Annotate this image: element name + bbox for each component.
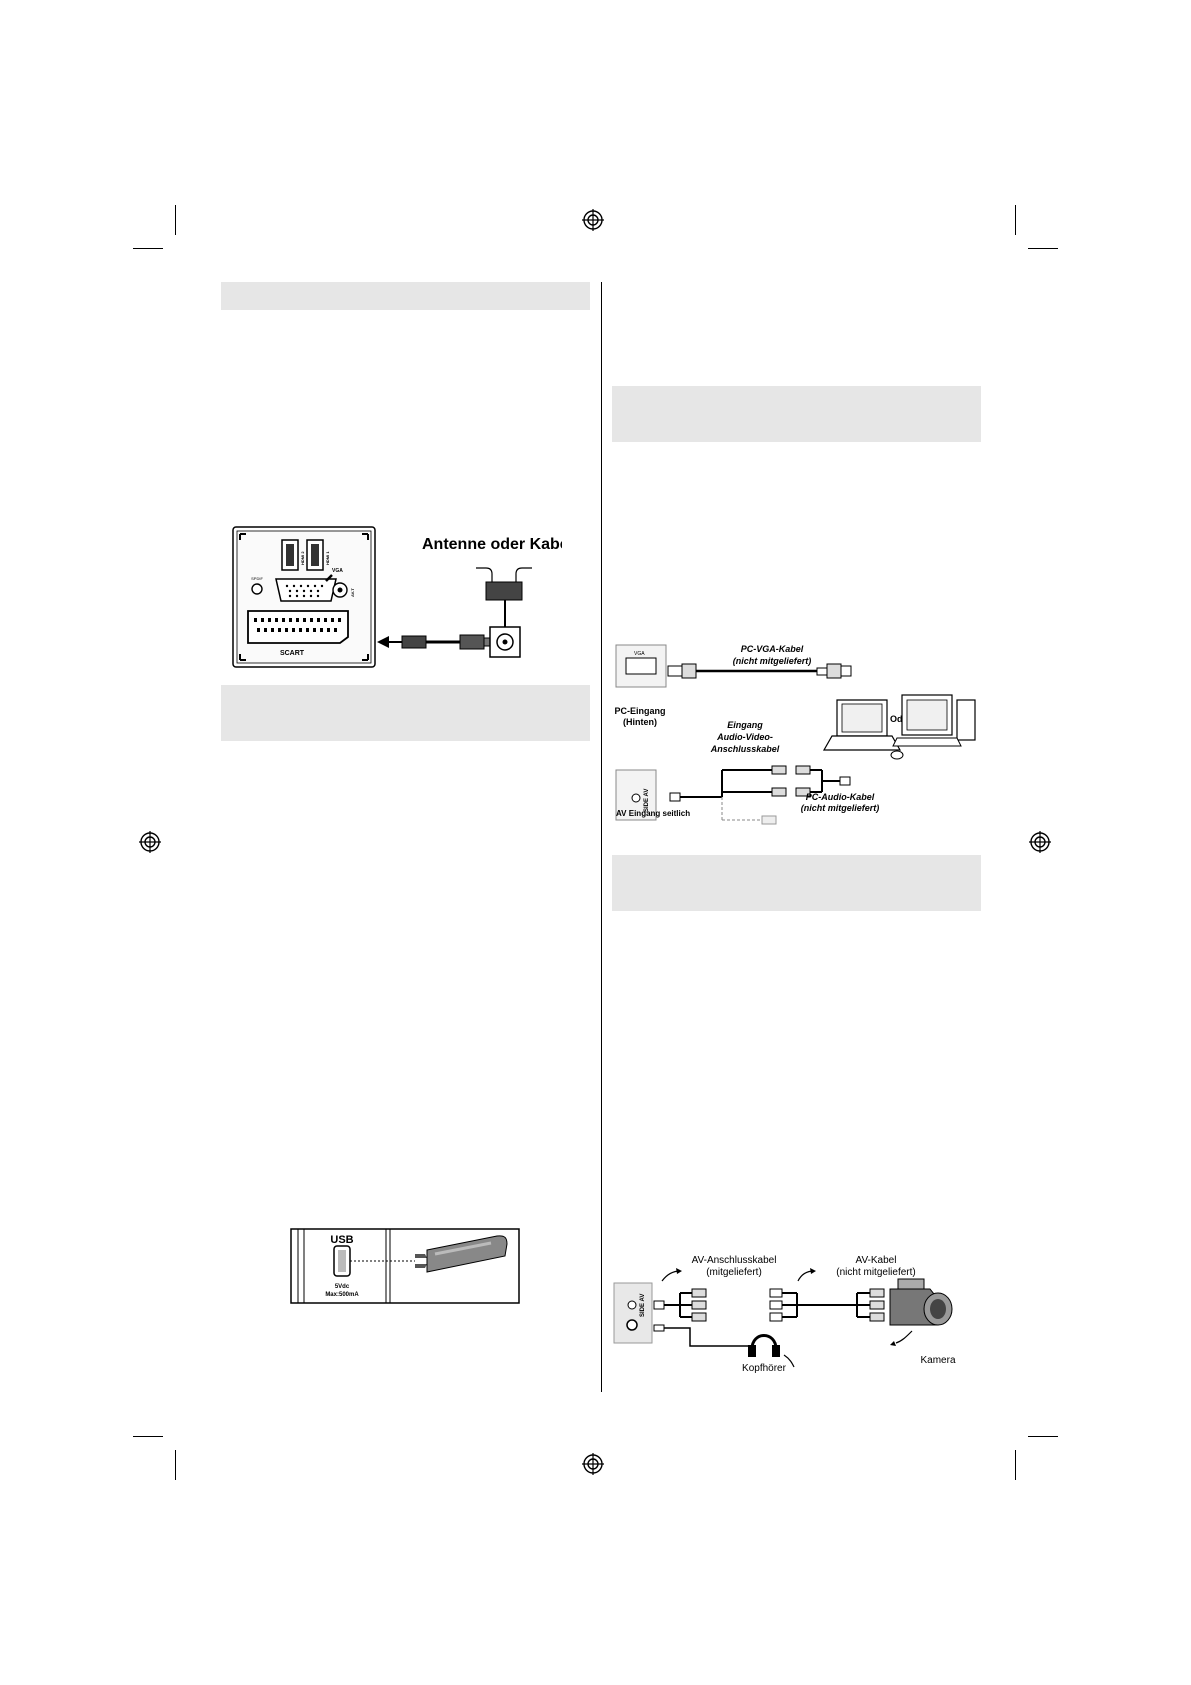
usb-spec: 5Vdc	[335, 1284, 350, 1290]
figure-title: Antenne oder Kabel	[422, 536, 562, 553]
av-connect-cable-note: (mitgeliefert)	[706, 1267, 762, 1278]
av-cable-label: AV-Kabel	[856, 1255, 897, 1266]
pc-audio-cable-label: PC-Audio-Kabel	[806, 792, 875, 802]
vga-label: VGA	[332, 568, 343, 574]
section-heading-bar	[612, 855, 981, 911]
camera-connection-figure: SIDE AV	[612, 1253, 992, 1378]
crop-mark	[175, 1450, 176, 1480]
section-heading-bar	[221, 282, 590, 310]
registration-mark-icon	[582, 209, 604, 231]
crop-mark	[1028, 248, 1058, 249]
hdmi2-label: HDMI 2	[300, 551, 305, 565]
scart-label: SCART	[280, 650, 305, 657]
hdmi1-label: HDMI 1	[325, 551, 330, 565]
av-cable-label: Eingang	[727, 720, 763, 730]
camera-label: Kamera	[920, 1355, 955, 1366]
registration-mark-icon	[582, 1453, 604, 1475]
crop-mark	[1015, 1450, 1016, 1480]
pc-connection-figure: VGA PC-VGA-Kabel (nicht mitgeliefert) PC…	[612, 640, 992, 825]
av-cable-label: Anschlusskabel	[710, 744, 780, 754]
av-connect-cable-label: AV-Anschlusskabel	[692, 1255, 777, 1266]
vga-cable-note: (nicht mitgeliefert)	[733, 656, 812, 666]
headphones-label: Kopfhörer	[742, 1363, 787, 1374]
crop-mark	[133, 1436, 163, 1437]
usb-label: USB	[330, 1234, 353, 1246]
pc-input-note: (Hinten)	[623, 717, 657, 727]
crop-mark	[133, 248, 163, 249]
section-heading-bar	[221, 685, 590, 741]
av-side-input-label: AV Eingang seitlich	[616, 809, 690, 818]
usb-figure: USB 5Vdc Max:500mA	[290, 1228, 520, 1304]
rear-panel-diagram: Antenne oder Kabel SCART VGA SPDIF HDMI …	[232, 526, 573, 668]
vga-port-label: VGA	[634, 651, 645, 657]
av-cable-label: Audio-Video-	[716, 732, 773, 742]
usb-spec: Max:500mA	[325, 1292, 359, 1298]
side-av-label: SIDE AV	[640, 1294, 646, 1317]
avt-label: AV-T	[350, 588, 355, 597]
pc-connection-diagram: VGA PC-VGA-Kabel (nicht mitgeliefert) PC…	[615, 644, 976, 825]
crop-mark	[1015, 205, 1016, 235]
side-av-label: SIDE AV	[644, 789, 650, 812]
crop-mark	[175, 205, 176, 235]
section-heading-bar	[612, 386, 981, 442]
or-label: Oder	[890, 714, 912, 724]
antenna-connection-figure: Antenne oder Kabel SCART VGA SPDIF HDMI …	[232, 525, 573, 685]
registration-mark-icon	[1029, 831, 1051, 853]
spdif-label: SPDIF	[251, 576, 263, 581]
vga-cable-label: PC-VGA-Kabel	[741, 644, 804, 654]
pc-audio-cable-note: (nicht mitgeliefert)	[801, 803, 880, 813]
crop-mark	[1028, 1436, 1058, 1437]
registration-mark-icon	[139, 831, 161, 853]
usb-diagram: USB 5Vdc Max:500mA	[290, 1228, 520, 1304]
camera-connection-diagram: SIDE AV	[613, 1255, 956, 1374]
pc-input-label: PC-Eingang	[615, 706, 666, 716]
av-cable-note: (nicht mitgeliefert)	[836, 1267, 915, 1278]
column-divider	[601, 282, 602, 1392]
